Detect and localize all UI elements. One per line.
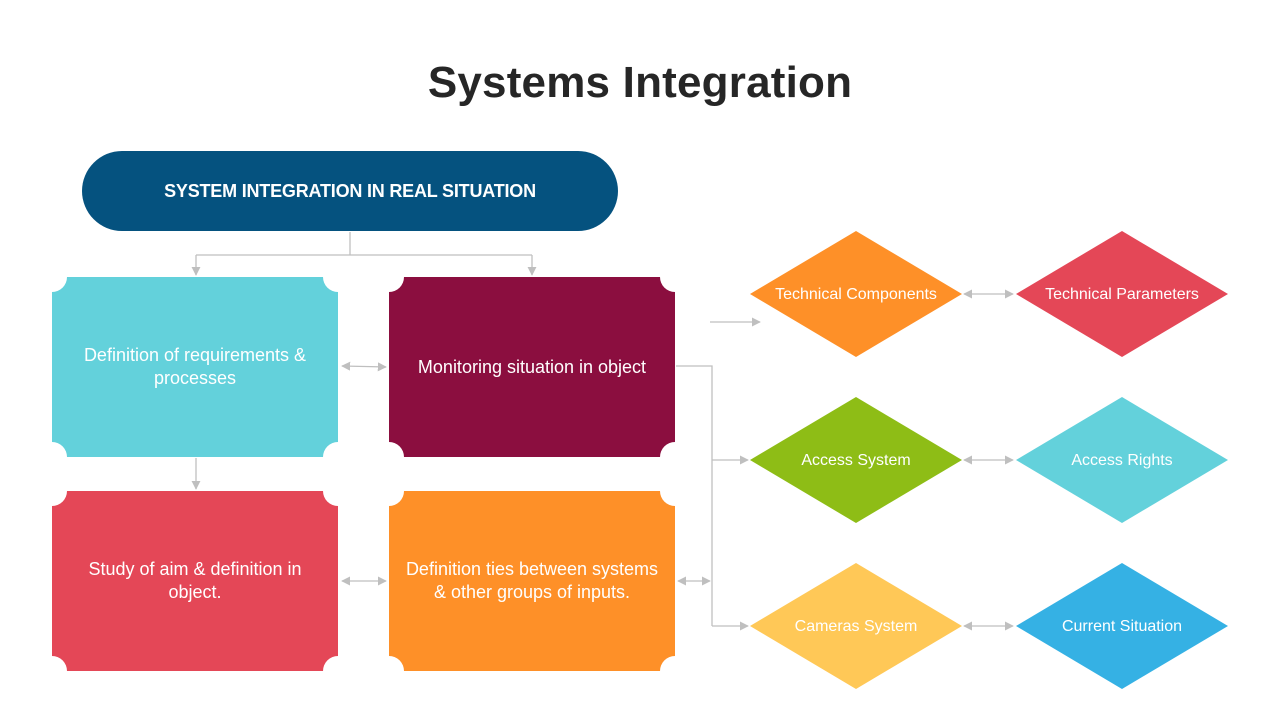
diamond-access-system: Access System: [750, 397, 962, 523]
box-monitoring-label: Monitoring situation in object: [417, 356, 647, 377]
diamond-technical-parameters: Technical Parameters: [1016, 231, 1228, 357]
diamond-cameras-system-shape: [750, 563, 962, 689]
box-ties-label: Definition ties between systems & other …: [405, 559, 659, 602]
diamond-access-rights: Access Rights: [1016, 397, 1228, 523]
box-requirements: Definition of requirements & processes: [37, 262, 353, 472]
diamond-current-situation-label: Current Situation: [1061, 617, 1183, 635]
diamond-technical-components-label: Technical Components: [775, 285, 937, 303]
header-pill-label: SYSTEM INTEGRATION IN REAL SITUATION: [164, 180, 536, 201]
diamond-technical-components: Technical Components: [750, 231, 962, 357]
connector-header-split: [196, 232, 532, 256]
header-pill: SYSTEM INTEGRATION IN REAL SITUATION: [82, 151, 618, 231]
diamond-cameras-system: Cameras System: [750, 563, 962, 689]
diamond-access-rights-label: Access Rights: [1071, 451, 1173, 469]
box-monitoring: Monitoring situation in object: [374, 262, 690, 472]
diamond-access-rights-shape: [1016, 397, 1228, 523]
diamond-current-situation-shape: [1016, 563, 1228, 689]
box-requirements-label: Definition of requirements & processes: [83, 345, 307, 388]
diamond-technical-components-shape: [750, 231, 962, 357]
diamond-technical-parameters-label: Technical Parameters: [1045, 285, 1199, 303]
box-study-label: Study of aim & definition in object.: [88, 559, 302, 602]
connector-monitoring-branch: [676, 365, 713, 626]
box-ties: Definition ties between systems & other …: [374, 476, 690, 686]
diamond-current-situation: Current Situation: [1016, 563, 1228, 689]
slide-title: Systems Integration: [427, 58, 853, 107]
diamond-access-system-shape: [750, 397, 962, 523]
diamond-cameras-system-label: Cameras System: [794, 617, 918, 635]
diamond-access-system-label: Access System: [801, 451, 911, 469]
connector-requirements-monitoring: [341, 361, 387, 372]
diamond-technical-parameters-shape: [1016, 231, 1228, 357]
box-study: Study of aim & definition in object.: [37, 476, 353, 686]
